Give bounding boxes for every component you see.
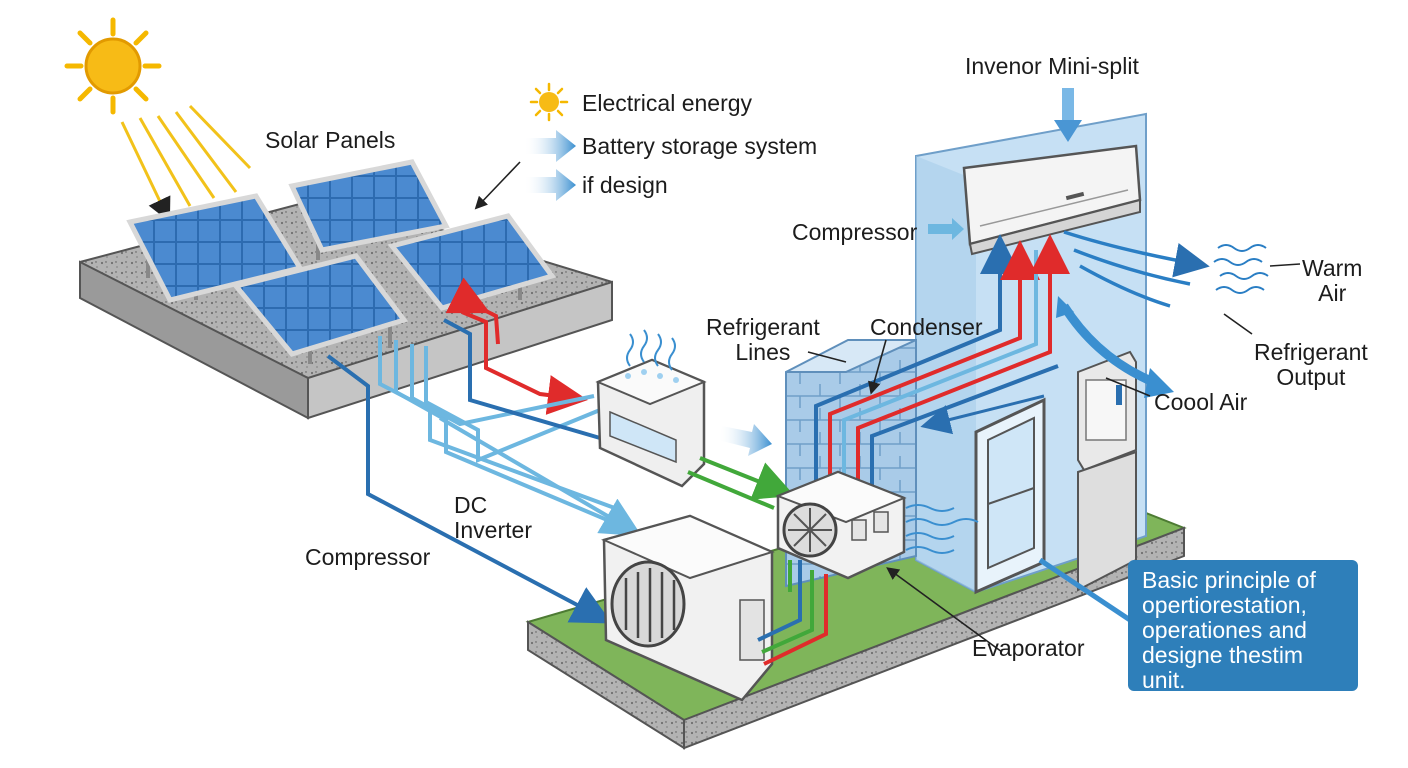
label-refrigerant-output: Refrigerant Output [1254, 339, 1368, 390]
warm-air-wave-icon [1213, 244, 1269, 294]
inverter-flow-arrow-icon [718, 424, 772, 456]
solar-panel [288, 159, 450, 260]
compressor-connector-lines [757, 560, 828, 666]
refrigerant-output-pointer [1223, 313, 1253, 335]
legend-pointer-line [474, 161, 521, 210]
callout-text: Basic principle of opertiorestation, ope… [1142, 567, 1316, 692]
cool-air-pointer [1105, 377, 1151, 397]
refrigerant-lines-pointer [807, 351, 847, 363]
sun-icon [64, 17, 162, 115]
label-warm-air: Warm Air [1302, 255, 1363, 306]
dc-inverter-feed-line [438, 416, 642, 537]
compressor-top-arrow-icon [928, 218, 964, 240]
outdoor-compressor-unit [601, 514, 775, 702]
principle-callout-box: Basic principle of opertiorestation, ope… [1128, 560, 1358, 691]
warm-air-pointer [1269, 263, 1301, 267]
cool-air-arrow-icon [1056, 296, 1174, 398]
battery-arrow-icon [524, 130, 576, 162]
label-if-design: if design [582, 172, 668, 198]
condenser-unit [775, 470, 907, 580]
label-evaporator: Evaporator [972, 635, 1085, 661]
warm-air-flow [1063, 230, 1210, 308]
evaporator-pointer [886, 567, 1003, 653]
label-solar-panels: Solar Panels [265, 127, 396, 153]
solar-panel-array [126, 159, 557, 364]
dc-inverter-box [595, 358, 707, 488]
door [974, 397, 1046, 595]
label-compressor-bottom: Compressor [305, 544, 431, 570]
sun-rays-icon [120, 104, 252, 223]
callout-connector [1038, 557, 1132, 623]
solar-panel [231, 253, 409, 364]
label-battery-storage: Battery storage system [582, 133, 818, 159]
condenser-air-waves-icon [905, 504, 979, 554]
solar-panel [387, 213, 557, 311]
label-mini-split: Invenor Mini-split [965, 53, 1139, 79]
condenser-pointer [867, 339, 887, 395]
label-electrical-energy: Electrical energy [582, 90, 753, 116]
label-condenser: Condenser [870, 314, 983, 340]
electrical-energy-sun-icon [529, 82, 569, 122]
label-refrigerant-lines: Refrigerant Lines [706, 314, 820, 365]
label-dc-inverter: DC Inverter [454, 492, 532, 543]
solar-panel [126, 193, 304, 303]
mini-split-down-arrow-icon [1054, 88, 1082, 142]
inverter-output-lines [687, 456, 795, 510]
label-cool-air: Coool Air [1154, 389, 1248, 415]
label-compressor-top: Compressor [792, 219, 918, 245]
heat-wave-icon [626, 329, 676, 371]
control-panel-box [1077, 350, 1137, 592]
design-arrow-icon [524, 169, 576, 201]
refrigerant-lines-riser [814, 234, 1070, 486]
return-air-line [920, 394, 1045, 435]
